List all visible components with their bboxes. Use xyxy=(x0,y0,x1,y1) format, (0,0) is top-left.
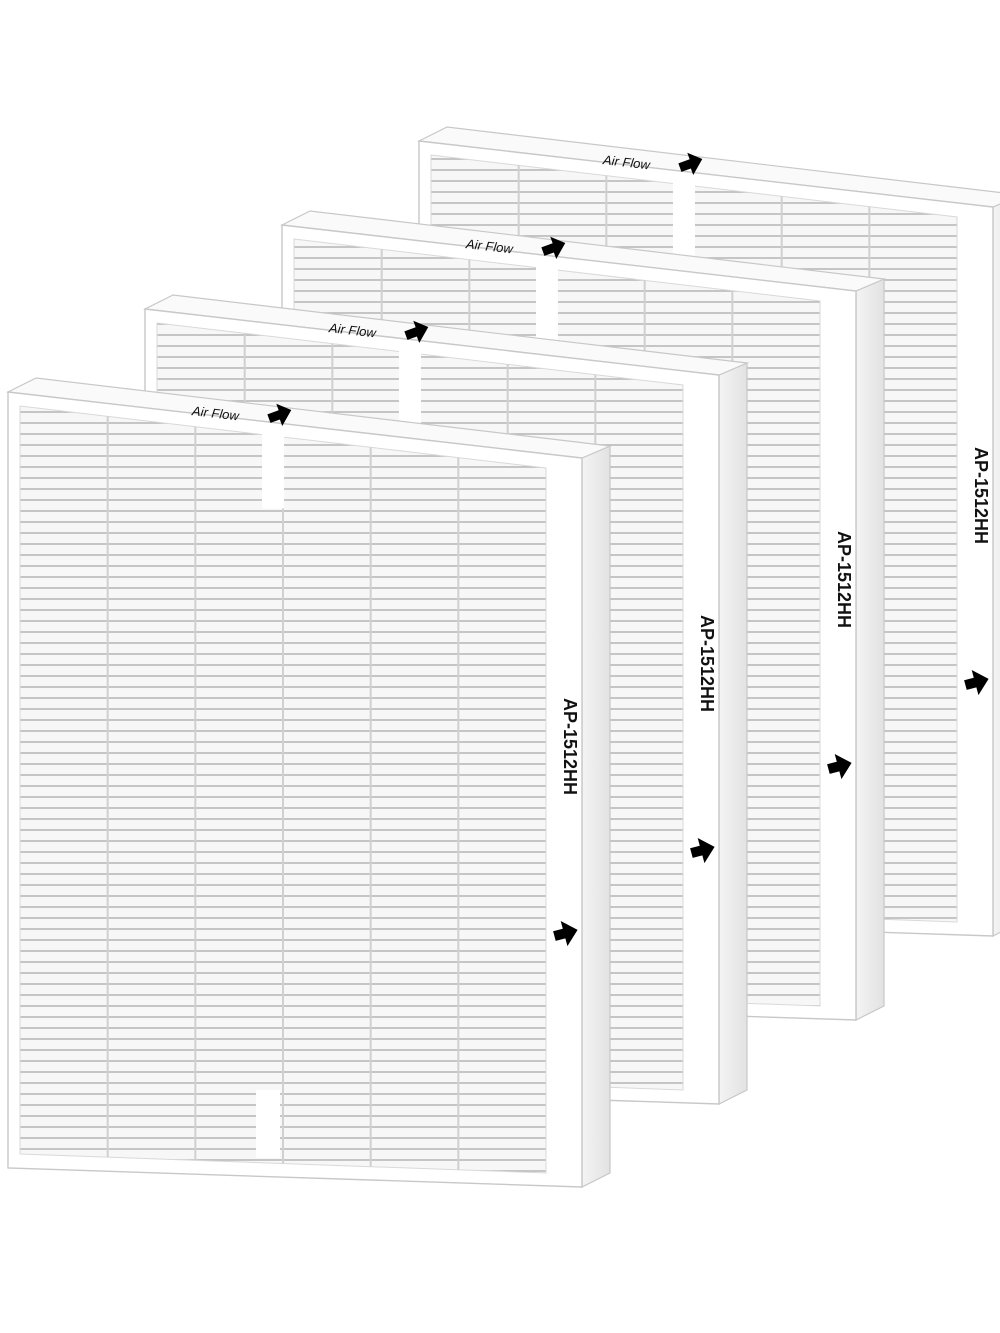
airflow-arrow-icon xyxy=(404,320,429,344)
frame-tab-top xyxy=(672,177,695,258)
side-arrow-icon xyxy=(690,837,715,864)
filter-side-edge xyxy=(581,445,611,1188)
airflow-label: Air Flow xyxy=(464,236,515,257)
airflow-label: Air Flow xyxy=(327,320,378,341)
model-label: AP-1512HH xyxy=(697,615,717,712)
side-arrow-icon xyxy=(964,669,989,696)
airflow-label: Air Flow xyxy=(190,403,241,424)
frame-tab-top xyxy=(398,345,421,426)
filter-side-edge xyxy=(718,362,748,1105)
airflow-arrow-icon xyxy=(267,403,292,427)
airflow-arrow-icon xyxy=(541,236,566,260)
airflow-arrow-icon xyxy=(678,152,703,176)
filter-side-edge xyxy=(855,278,885,1021)
frame-tab-top xyxy=(535,261,558,342)
model-label: AP-1512HH xyxy=(834,531,854,628)
model-label: AP-1512HH xyxy=(971,447,991,544)
side-arrow-icon xyxy=(553,920,578,947)
side-arrow-icon xyxy=(827,753,852,780)
frame-tab-top xyxy=(261,428,284,509)
frame-tab-bottom xyxy=(255,1090,280,1158)
airflow-label: Air Flow xyxy=(601,152,652,173)
model-label: AP-1512HH xyxy=(560,698,580,795)
filter-side-edge xyxy=(992,203,1000,937)
